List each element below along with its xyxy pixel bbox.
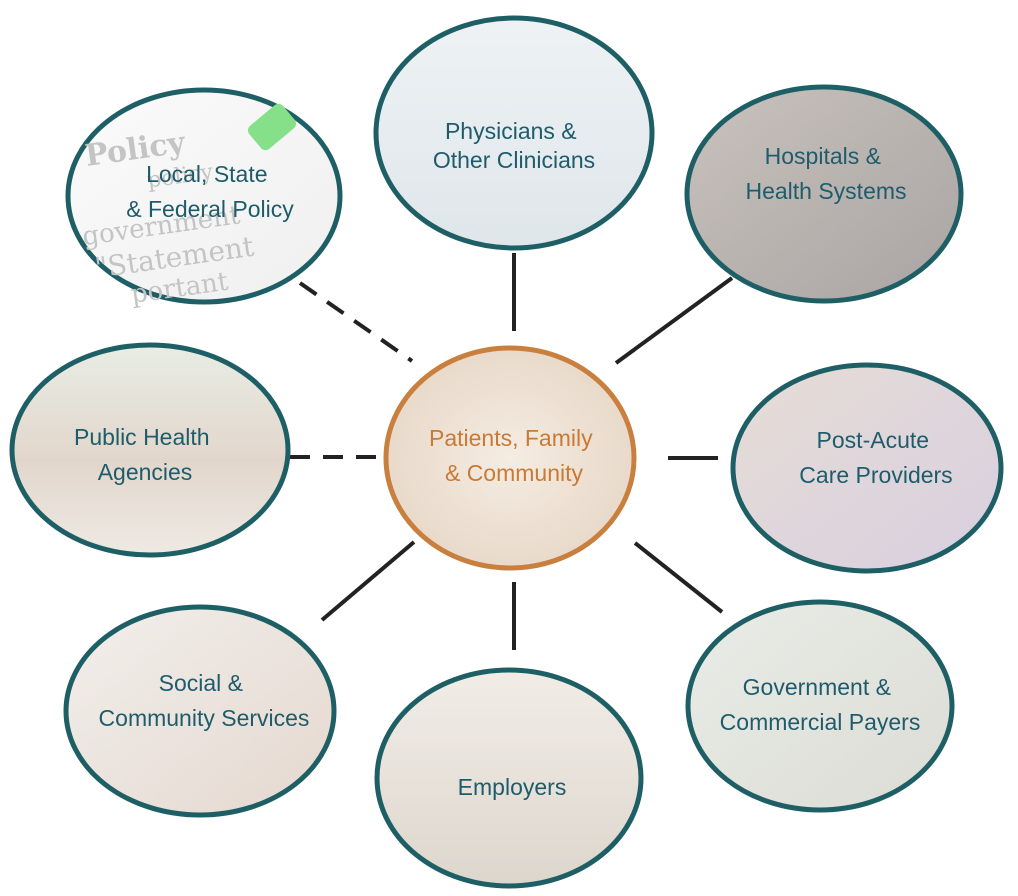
connector-payers — [633, 541, 724, 614]
node-center-patients: Patients, Family & Community — [383, 345, 637, 571]
connector-hospitals — [614, 276, 734, 365]
node-label-public-health: Public Health Agencies — [74, 424, 216, 485]
node-label-post-acute: Post-Acute Care Providers — [799, 427, 952, 488]
node-post-acute: Post-Acute Care Providers — [730, 362, 1004, 574]
policy-background-text: Policy policy government "Statement port… — [80, 125, 256, 310]
connector-social-services — [320, 540, 416, 622]
node-label-policy: Local, State & Federal Policy — [126, 161, 294, 222]
physicians-bubble — [373, 15, 655, 251]
social-services-bubble — [63, 604, 337, 818]
node-label-hospitals: Hospitals & Health Systems — [745, 143, 906, 204]
connector-policy — [298, 281, 414, 363]
node-label-employers: Employers — [458, 774, 567, 800]
node-policy: Policy policy government "Statement port… — [65, 87, 343, 310]
highlighter-icon — [247, 103, 297, 151]
center-label: Patients, Family & Community — [429, 425, 599, 486]
node-employers: Employers — [374, 667, 644, 889]
node-hospitals: Hospitals & Health Systems — [684, 84, 964, 304]
node-physicians: Physicians & Other Clinicians — [373, 15, 655, 251]
node-social-services: Social & Community Services — [63, 604, 337, 818]
node-public-health: Public Health Agencies — [9, 342, 291, 558]
center-bubble — [383, 345, 637, 571]
public-health-bubble — [9, 342, 291, 558]
node-payers: Government & Commercial Payers — [685, 599, 955, 813]
employers-bubble — [374, 667, 644, 889]
node-label-social-services: Social & Community Services — [99, 670, 310, 731]
post-acute-bubble — [730, 362, 1004, 574]
payers-bubble — [685, 599, 955, 813]
node-label-physicians: Physicians & Other Clinicians — [433, 118, 595, 173]
connector-lines — [290, 253, 734, 650]
node-label-payers: Government & Commercial Payers — [720, 674, 921, 735]
hospitals-bubble — [684, 84, 964, 304]
